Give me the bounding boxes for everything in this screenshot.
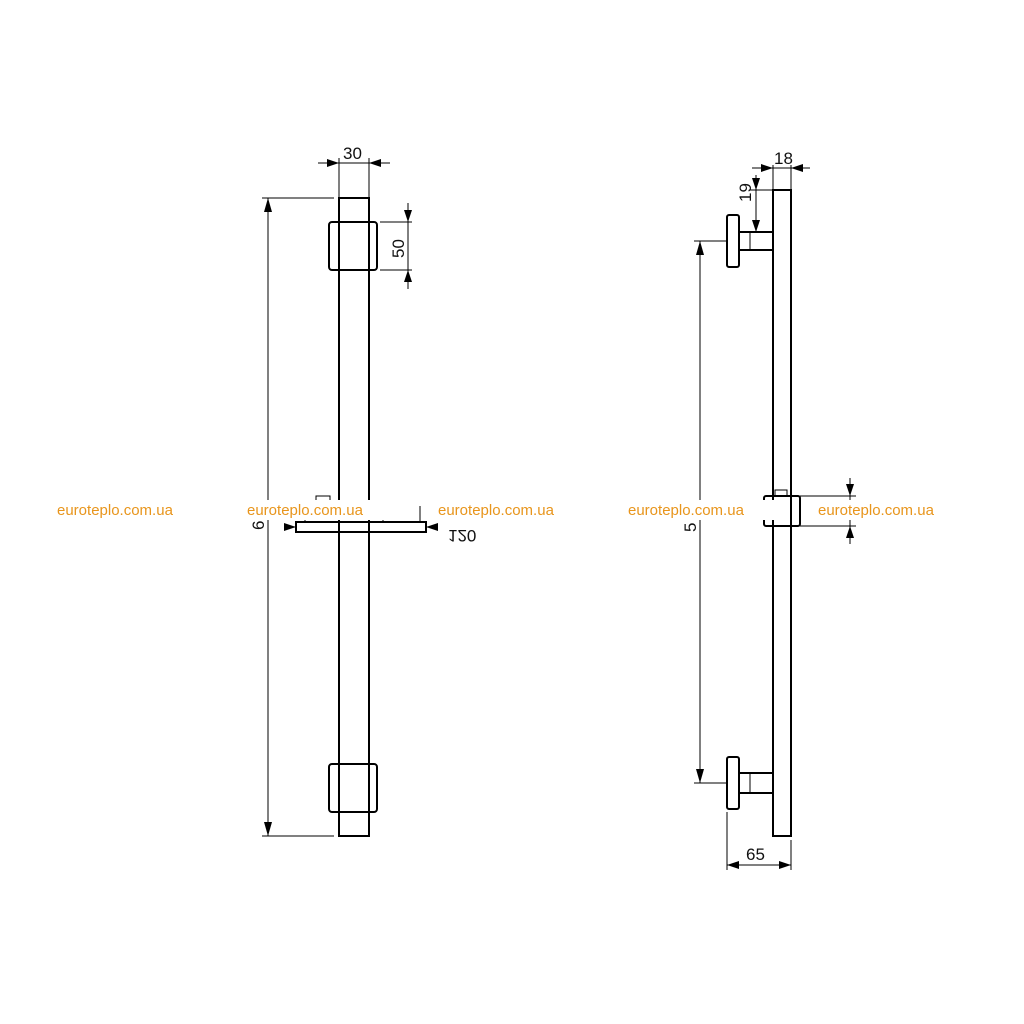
watermarks: euroteplo.com.ua euroteplo.com.ua eurote…	[57, 500, 972, 520]
dim-projection: 65	[746, 845, 765, 864]
front-view: 30 50 6 0 120	[249, 144, 476, 837]
dim-width: 30	[343, 144, 362, 163]
front-top-bracket	[328, 221, 378, 271]
watermark-text: euroteplo.com.ua	[57, 502, 174, 519]
dim-slider-width: 120	[448, 526, 476, 545]
watermark-text: euroteplo.com.ua	[628, 502, 745, 519]
dim-bracket-height: 50	[389, 239, 408, 258]
watermark-text: euroteplo.com.ua	[818, 502, 935, 519]
dim-bracket-offset: 19	[736, 183, 755, 202]
front-bottom-bracket	[328, 763, 378, 813]
side-top-bracket	[726, 214, 740, 268]
dim-bar-depth: 18	[774, 149, 793, 168]
side-bottom-bracket	[726, 756, 740, 810]
front-slider	[295, 521, 427, 533]
watermark-text: euroteplo.com.ua	[247, 502, 364, 519]
watermark-text: euroteplo.com.ua	[438, 502, 555, 519]
